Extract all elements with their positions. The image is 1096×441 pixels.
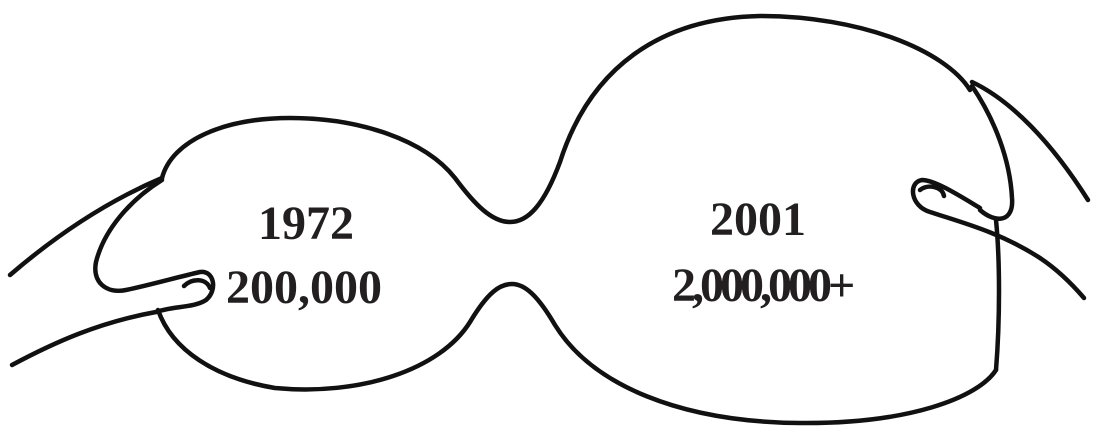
right-arm-lower-line (1040, 258, 1084, 298)
balloon-right-edge (996, 220, 999, 370)
left-arm-upper-line (10, 178, 162, 275)
right-bubble-year: 2001 (710, 196, 806, 244)
balloon-top-outline (162, 16, 970, 222)
left-arm-lower-line (12, 312, 156, 365)
right-arm-upper-line (972, 82, 1088, 200)
left-hand-icon (10, 178, 213, 365)
right-finger-outline (913, 180, 1040, 258)
left-thumbnail-outline (184, 280, 210, 288)
left-bubble-year: 1972 (258, 200, 354, 248)
left-bubble-count: 200,000 (226, 264, 382, 312)
right-fingernail-outline (920, 187, 944, 196)
right-bubble-count: 2,000,000+ (672, 262, 851, 310)
